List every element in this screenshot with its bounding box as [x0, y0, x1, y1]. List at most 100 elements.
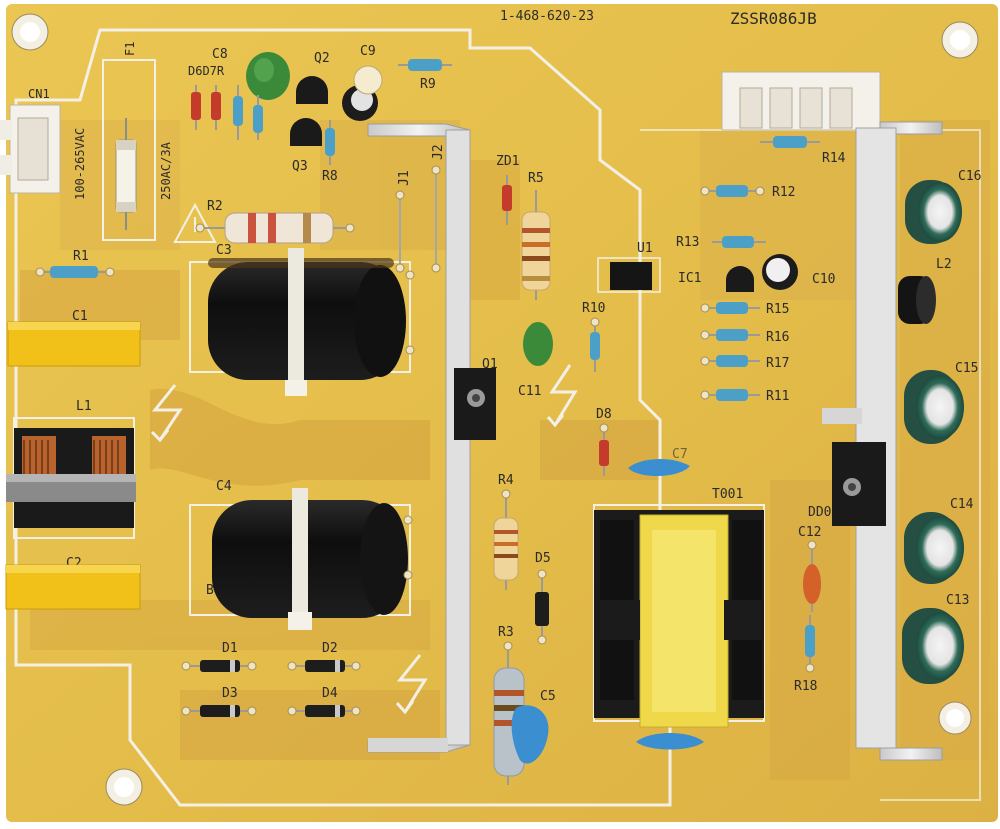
- capacitor-c12: [803, 545, 821, 612]
- input-connector-cn1: [0, 104, 61, 194]
- capacitor-c4: [212, 488, 408, 630]
- d5-label: D5: [535, 551, 551, 566]
- capacitor-c8: [246, 52, 290, 100]
- r16-label: R16: [766, 330, 789, 345]
- r14-label: R14: [822, 151, 846, 166]
- isolation-outline: [14, 28, 672, 807]
- resistor-small-2: [253, 95, 263, 140]
- r11-label: R11: [766, 389, 789, 404]
- regulator-ic1: [726, 266, 754, 292]
- capacitor-c10: [762, 254, 798, 290]
- resistor-r13: [712, 236, 766, 248]
- capacitor-c6: [636, 733, 704, 750]
- capacitor-c11: [523, 322, 553, 366]
- model-code-label: ZSSR086JB: [730, 9, 817, 28]
- capacitor-c3: [208, 248, 406, 396]
- capacitor-c2: [5, 564, 141, 610]
- output-connector: [721, 71, 881, 131]
- transformer-t001: [594, 510, 764, 728]
- capacitor-c7: [628, 459, 690, 477]
- c1-label: C1: [72, 309, 88, 324]
- mosfet-q1: [454, 368, 496, 440]
- fuse-f1: [115, 118, 137, 230]
- capacitor-c9: [342, 65, 383, 121]
- resistor-r14: [760, 136, 820, 148]
- resistor-r8: [325, 120, 335, 165]
- optocoupler-u1: [597, 257, 661, 293]
- c7-label: C7: [672, 447, 688, 462]
- fuse-ref-label: F1: [123, 42, 137, 56]
- ic1-label: IC1: [678, 271, 701, 286]
- lightning-icon-1: [150, 384, 183, 443]
- resistor-r15: [705, 302, 760, 314]
- transistor-q2: [296, 76, 328, 104]
- cn1-label: CN1: [28, 87, 50, 101]
- capacitor-c1: [7, 321, 141, 367]
- diode-d5: [535, 574, 549, 640]
- u1-label: U1: [637, 241, 653, 256]
- mounting-hole-tr: [941, 21, 979, 59]
- resistor-r17: [705, 355, 760, 367]
- t001-label: T001: [712, 487, 743, 502]
- q2-label: Q2: [314, 51, 330, 66]
- lightning-icon-3: [546, 364, 578, 428]
- resistor-small-1: [233, 85, 243, 140]
- lightning-icon-2: [395, 654, 428, 715]
- r1-label: R1: [73, 249, 89, 264]
- diode-d8: [599, 428, 609, 476]
- q3-label: Q3: [292, 159, 308, 174]
- d6d7r-label: D6D7R: [188, 64, 225, 78]
- l1-label: L1: [76, 399, 92, 414]
- heatsink-right: [822, 121, 943, 761]
- capacitor-c16: [905, 180, 962, 244]
- fuse-rating-label: 250AC/3A: [159, 141, 173, 200]
- diode-d1: [186, 660, 252, 672]
- c9-label: C9: [360, 44, 376, 59]
- b-label: B: [206, 583, 214, 598]
- inductor-l1: [6, 417, 136, 539]
- r2-label: R2: [207, 199, 223, 214]
- j1-label: J1: [397, 170, 412, 186]
- r3-label: R3: [498, 625, 514, 640]
- mounting-hole-bl: [105, 768, 143, 806]
- r9-label: R9: [420, 77, 436, 92]
- fuse-outline: [102, 59, 156, 241]
- r12-label: R12: [772, 185, 795, 200]
- inductor-l2: [898, 276, 936, 324]
- resistor-r2: [200, 212, 350, 244]
- c16-label: C16: [958, 169, 981, 184]
- mounting-hole-tl: [11, 13, 49, 51]
- resistor-r16: [705, 329, 760, 341]
- capacitor-c14: [904, 512, 964, 584]
- diode-d3: [186, 705, 252, 717]
- diode-d7: [211, 85, 221, 130]
- resistor-r1: [40, 266, 110, 278]
- capacitor-c13: [902, 608, 964, 684]
- r18-label: R18: [794, 679, 817, 694]
- d3-label: D3: [222, 686, 238, 701]
- c3-label: C3: [216, 243, 232, 258]
- resistor-r10: [590, 322, 600, 372]
- zener-zd1: [502, 175, 512, 225]
- r5-label: R5: [528, 171, 544, 186]
- resistor-r18: [805, 615, 815, 668]
- solder-pads: [35, 165, 817, 716]
- r4-label: R4: [498, 473, 514, 488]
- r8-label: R8: [322, 169, 338, 184]
- resistor-r4: [493, 494, 519, 590]
- r13-label: R13: [676, 235, 699, 250]
- c4-label: C4: [216, 479, 232, 494]
- c14-label: C14: [950, 497, 974, 512]
- mounting-hole-br: [938, 701, 972, 735]
- diode-d4: [292, 705, 356, 717]
- c5-label: C5: [540, 689, 556, 704]
- c8-label: C8: [212, 47, 228, 62]
- d4-label: D4: [322, 686, 338, 701]
- d2-label: D2: [322, 641, 338, 656]
- c15-label: C15: [955, 361, 978, 376]
- r17-label: R17: [766, 356, 789, 371]
- l2-label: L2: [936, 257, 952, 272]
- resistor-r12: [705, 185, 760, 197]
- warning-triangle-icon: [173, 202, 217, 243]
- diode-d6: [191, 85, 201, 130]
